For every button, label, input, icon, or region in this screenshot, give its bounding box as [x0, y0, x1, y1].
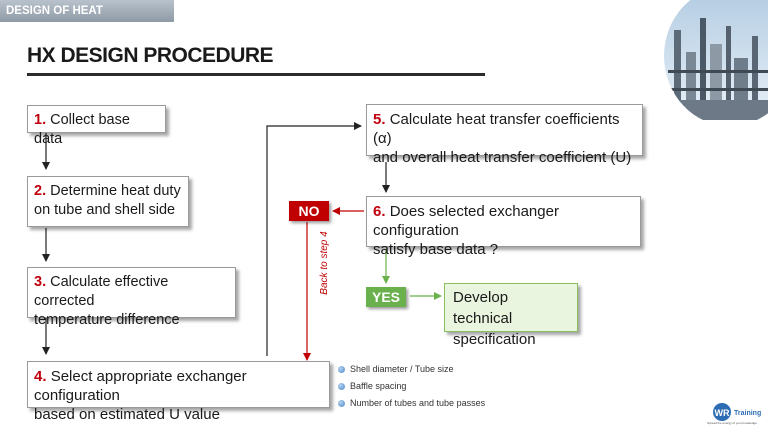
step-number: 2. [34, 183, 47, 199]
refinery-photo [660, 0, 768, 122]
step-6-box: 6. Does selected exchanger configuration… [366, 196, 641, 258]
logo-tagline: Spread the energy of your knowledge [707, 421, 757, 425]
step-text: temperature difference [34, 312, 180, 328]
list-item: Baffle spacing [338, 378, 485, 395]
step-text: Collect base data [34, 112, 130, 147]
logo-text: Training [734, 410, 761, 417]
step-text: on tube and shell side [34, 202, 176, 218]
step-number: 6. [373, 203, 386, 220]
section-header: DESIGN OF HEAT EXCHANGERS [0, 0, 174, 39]
step-2-box: 2. Determine heat duty on tube and shell… [27, 176, 189, 227]
outcome-box: Develop technical specification [444, 283, 578, 348]
list-item: Shell diameter / Tube size [338, 361, 485, 378]
step-number: 1. [34, 112, 47, 128]
title-underline [27, 73, 485, 76]
step-5-box: 5. Calculate heat transfer coefficients … [366, 104, 643, 166]
wr-training-logo: WR Training Spread the energy of your kn… [706, 402, 764, 426]
step-text: satisfy base data ? [373, 241, 499, 258]
outcome-text: specification [453, 331, 536, 348]
step-number: 4. [34, 368, 47, 385]
page-title: HX DESIGN PROCEDURE [27, 44, 274, 67]
logo-mark: WR [715, 408, 730, 418]
step-text: Select appropriate exchanger configurati… [34, 368, 247, 404]
back-to-step-4-label: Back to step 4 [319, 231, 330, 295]
step-number: 5. [373, 111, 386, 128]
yes-tag: YES [366, 287, 406, 307]
step-1-box: 1. Collect base data [27, 105, 166, 147]
step-text: Does selected exchanger configuration [373, 203, 559, 239]
step-4-box: 4. Select appropriate exchanger configur… [27, 361, 330, 423]
step-3-box: 3. Calculate effective corrected tempera… [27, 267, 236, 328]
step-text: Calculate heat transfer coefficients (α) [373, 111, 620, 147]
step-text: and overall heat transfer coefficient (U… [373, 149, 632, 166]
step-number: 3. [34, 274, 47, 290]
arrow-4-5 [266, 122, 362, 356]
step-text: Determine heat duty [50, 183, 181, 199]
list-item: Number of tubes and tube passes [338, 395, 485, 412]
no-tag: NO [289, 201, 329, 221]
step-text: Calculate effective corrected [34, 274, 169, 309]
configuration-list: Shell diameter / Tube size Baffle spacin… [338, 361, 485, 412]
outcome-text: Develop technical [453, 289, 513, 327]
step-text: based on estimated U value [34, 406, 220, 423]
